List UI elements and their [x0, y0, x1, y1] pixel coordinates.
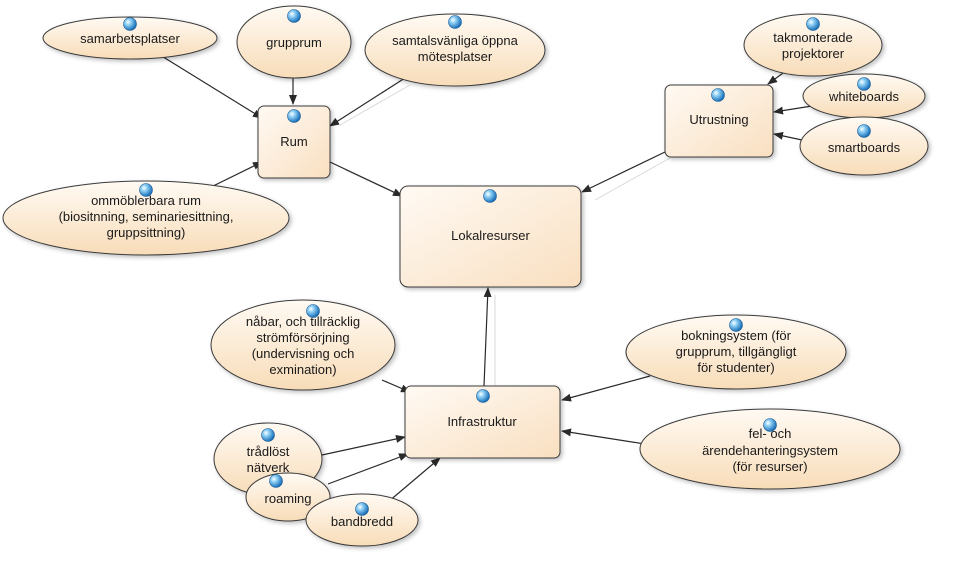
node-marker-icon: [763, 418, 777, 432]
node-ommoblerbara-line-1: ommöblerbara rum: [91, 193, 201, 208]
node-marker-icon: [729, 318, 743, 332]
node-grupprum[interactable]: grupprum: [236, 5, 352, 79]
node-whiteboards-label: whiteboards: [828, 89, 900, 104]
node-tradlost-line-2: nätverk: [247, 460, 290, 475]
node-marker-icon: [711, 88, 725, 102]
edge-samarbetsplatser-rum: [159, 54, 263, 119]
node-ommoblerbara[interactable]: ommöblerbara rum (biositnning, seminarie…: [2, 180, 290, 256]
edge-felhantering-infrastruktur: [561, 428, 646, 445]
node-lokalresurser[interactable]: Lokalresurser: [399, 185, 582, 288]
edge-tradlost-infrastruktur: [321, 434, 406, 456]
node-stromforsorjning-line-1: nåbar, och tillräcklig: [246, 314, 360, 329]
node-marker-icon: [139, 183, 153, 197]
node-marker-icon: [476, 389, 490, 403]
edge-rum-lokalresurser: [329, 161, 403, 197]
node-grupprum-label: grupprum: [266, 35, 322, 50]
node-stromforsorjning-line-4: exmination): [269, 362, 336, 377]
node-projektorer[interactable]: takmonterade projektorer: [743, 13, 883, 77]
edges: [159, 54, 813, 503]
node-lokalresurser-label: Lokalresurser: [451, 228, 530, 243]
node-bokningssystem-line-2: grupprum, tillgängligt: [676, 344, 797, 359]
node-bandbredd[interactable]: bandbredd: [305, 493, 419, 547]
node-marker-icon: [287, 109, 301, 123]
edge-infrastruktur-lokalresurser: [483, 287, 492, 387]
node-infrastruktur-label: Infrastruktur: [447, 414, 517, 429]
node-bokningssystem-line-3: för studenter): [697, 360, 774, 375]
node-roaming[interactable]: roaming: [245, 472, 331, 522]
node-bokningssystem-line-1: bokningsystem (för: [681, 328, 791, 343]
node-bandbredd-label: bandbredd: [331, 514, 393, 529]
node-samarbetsplatser-label: samarbetsplatser: [80, 31, 180, 46]
node-stromforsorjning-line-3: (undervisning och: [252, 346, 355, 361]
node-tradlost-line-1: trådlöst: [247, 444, 290, 459]
edge-whiteboards-utrustning: [773, 105, 813, 115]
edge-motesplatser-rum: [329, 77, 406, 127]
node-felhantering[interactable]: fel- och ärendehanteringsystem (för resu…: [639, 408, 901, 490]
node-marker-icon: [287, 9, 301, 23]
node-felhantering-line-2: ärendehanteringsystem: [702, 443, 838, 458]
node-samarbetsplatser[interactable]: samarbetsplatser: [42, 16, 218, 60]
node-marker-icon: [123, 17, 137, 31]
node-motesplatser[interactable]: samtalsvänliga öppna mötesplatser: [364, 13, 546, 87]
node-marker-icon: [857, 124, 871, 138]
node-projektorer-line-2: projektorer: [782, 46, 845, 61]
node-smartboards[interactable]: smartboards: [799, 116, 929, 176]
node-projektorer-line-1: takmonterade: [773, 30, 853, 45]
node-felhantering-line-1: fel- och: [749, 426, 792, 441]
edge-roaming-infrastruktur: [327, 453, 409, 485]
edge-utrustning-lokalresurser: [581, 151, 666, 193]
node-bokningssystem[interactable]: bokningsystem (för grupprum, tillgänglig…: [625, 314, 847, 390]
node-felhantering-line-3: (för resurser): [732, 459, 807, 474]
node-rum-label: Rum: [280, 134, 307, 149]
node-marker-icon: [261, 428, 275, 442]
node-rum[interactable]: Rum: [257, 105, 331, 179]
node-utrustning[interactable]: Utrustning: [664, 84, 774, 158]
node-marker-icon: [483, 189, 497, 203]
node-stromforsorjning-line-2: strömförsörjning: [256, 330, 349, 345]
node-roaming-label: roaming: [265, 491, 312, 506]
node-marker-icon: [806, 17, 820, 31]
node-utrustning-label: Utrustning: [689, 112, 748, 127]
node-motesplatser-line-2: mötesplatser: [418, 49, 493, 64]
edge-bokningssystem-infrastruktur: [561, 375, 651, 402]
node-stromforsorjning[interactable]: nåbar, och tillräcklig strömförsörjning …: [210, 299, 396, 391]
node-motesplatser-line-1: samtalsvänliga öppna: [392, 33, 519, 48]
node-ommoblerbara-line-3: gruppsittning): [107, 225, 186, 240]
node-marker-icon: [448, 15, 462, 29]
edge-smartboards-utrustning: [773, 131, 803, 141]
node-ommoblerbara-line-2: (biositnning, seminariesittning,: [59, 209, 234, 224]
node-smartboards-label: smartboards: [828, 140, 901, 155]
node-marker-icon: [857, 77, 871, 91]
node-marker-icon: [306, 304, 320, 318]
edge-bandbredd-infrastruktur: [387, 457, 441, 503]
node-whiteboards[interactable]: whiteboards: [802, 73, 926, 119]
node-infrastruktur[interactable]: Infrastruktur: [404, 385, 561, 459]
node-marker-icon: [355, 502, 369, 516]
node-marker-icon: [269, 474, 283, 488]
